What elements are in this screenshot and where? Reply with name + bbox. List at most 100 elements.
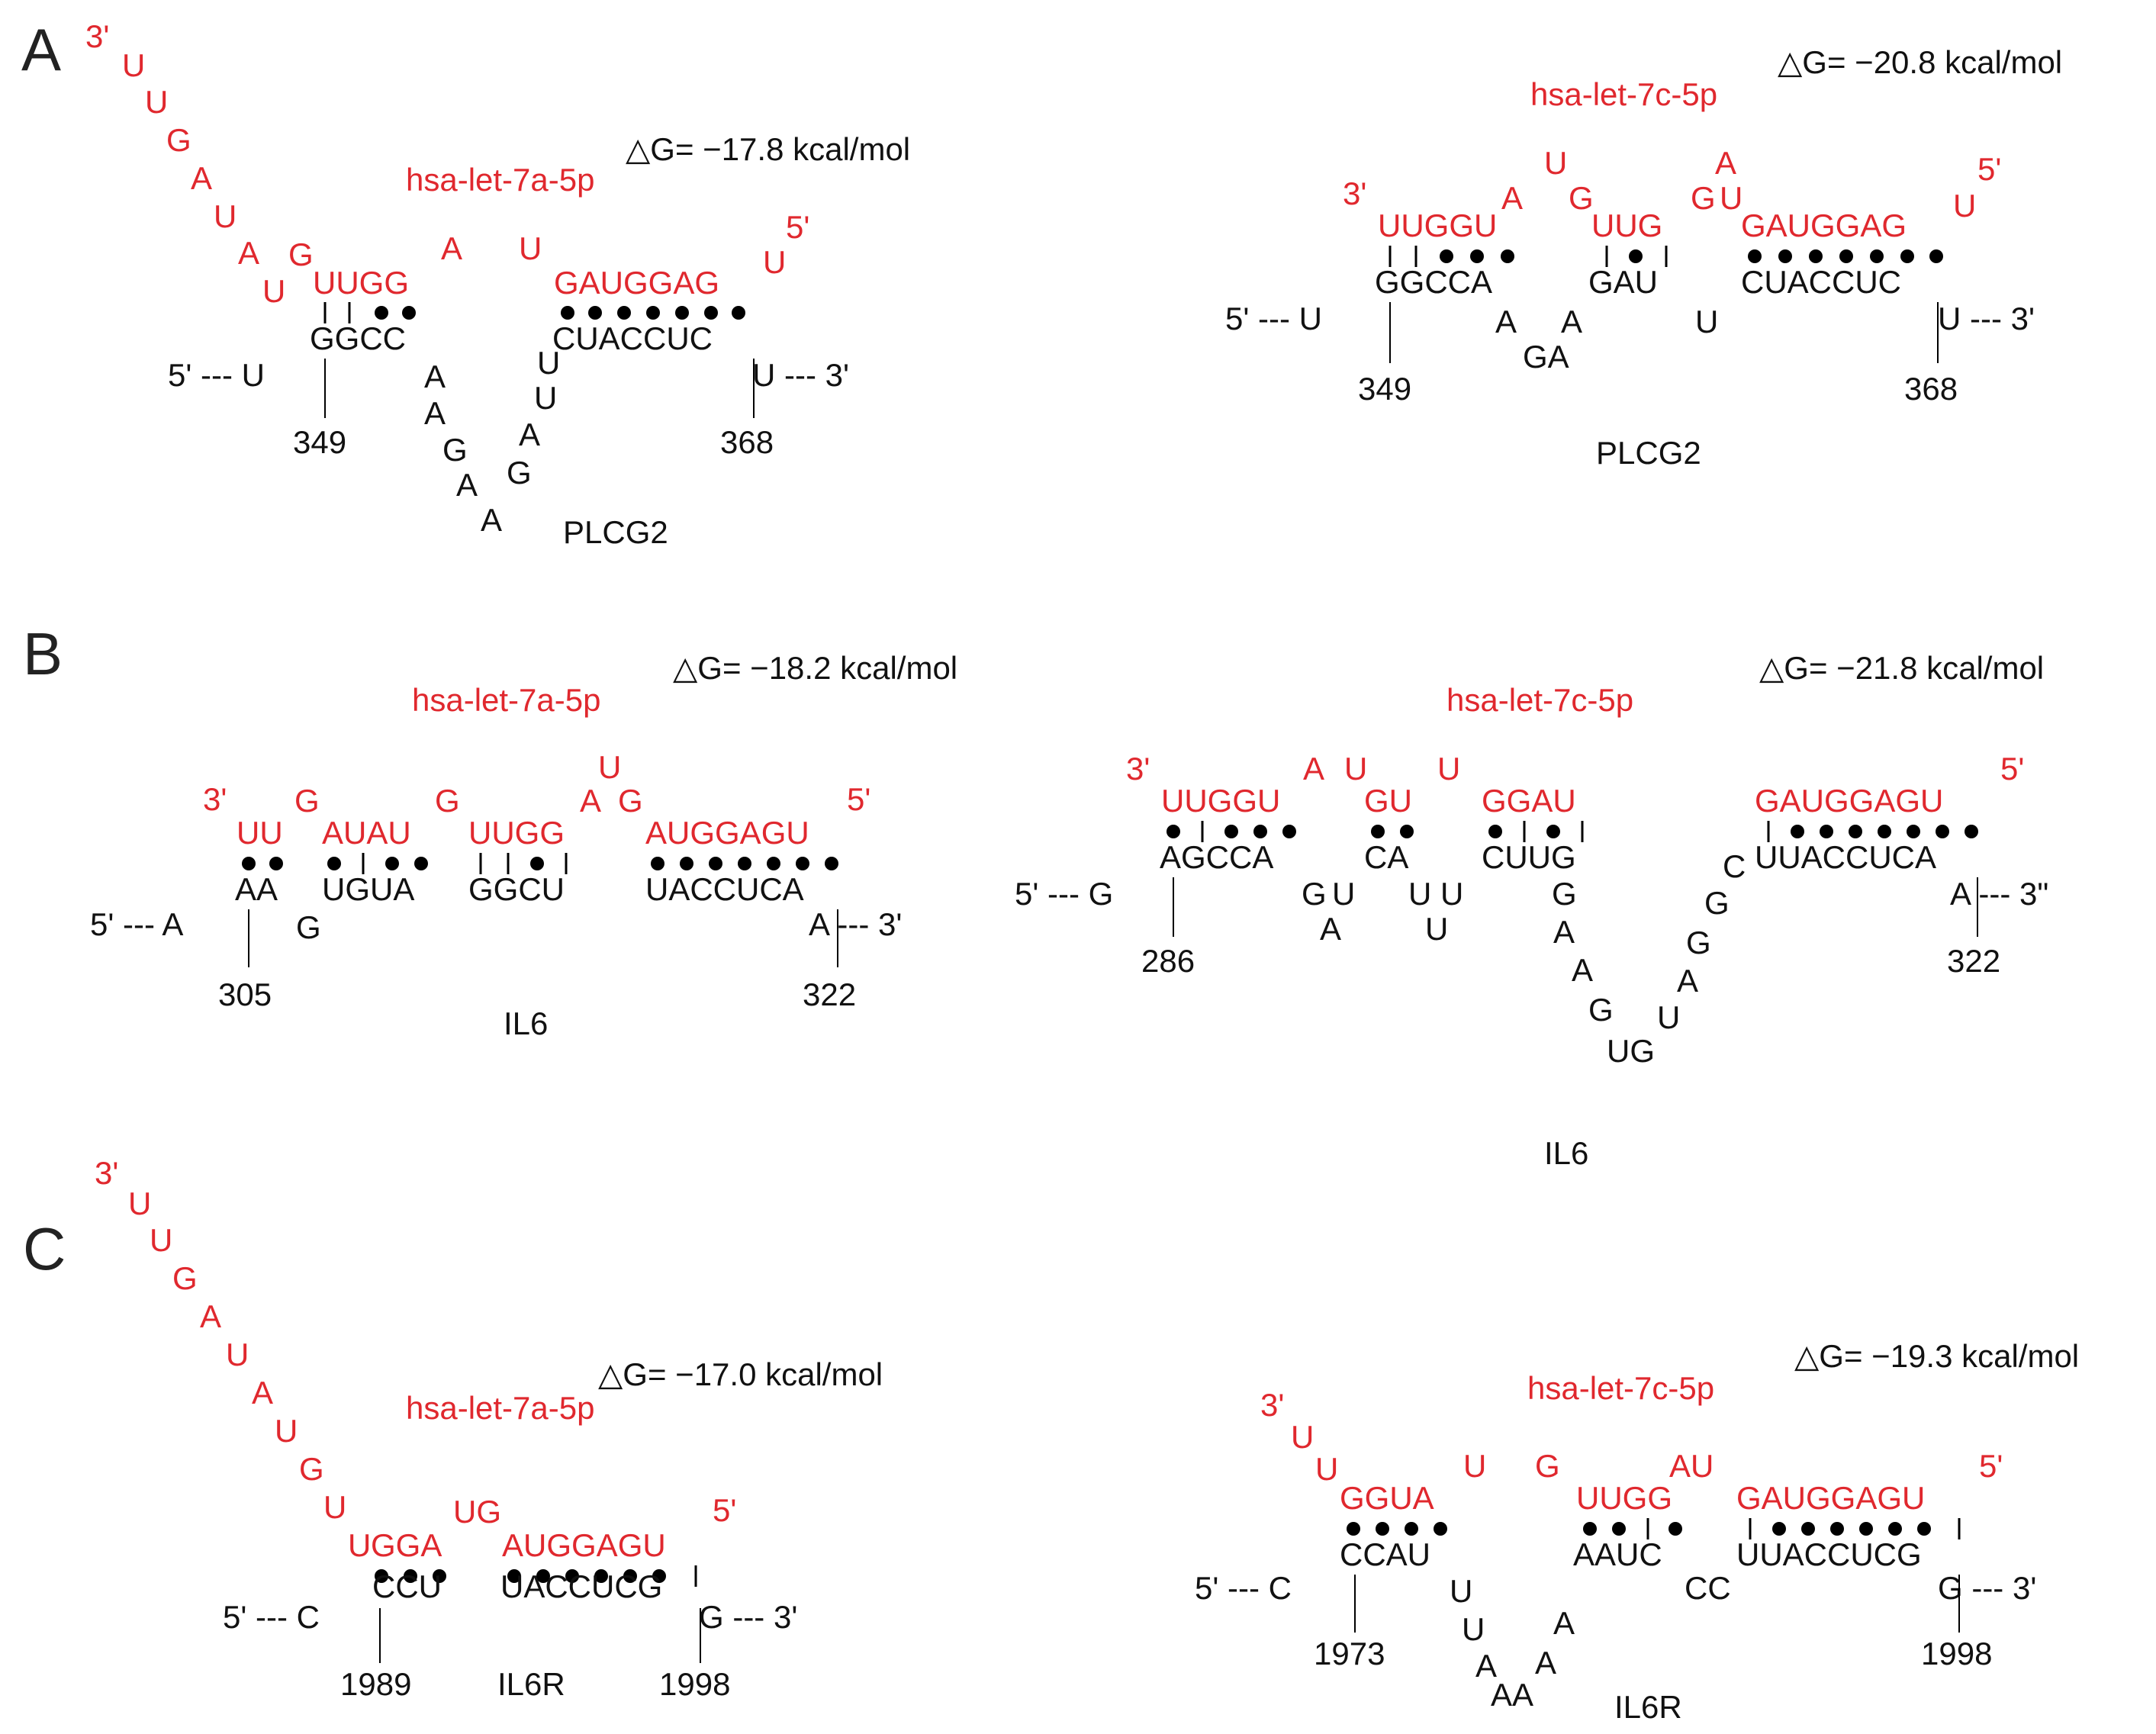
- mirna-bulge: G: [435, 783, 460, 819]
- mirna-paired-segment: UU: [237, 815, 283, 851]
- pair-dot: [1629, 249, 1643, 263]
- target-loop-nucleotide: UG: [1607, 1033, 1655, 1069]
- target-paired-segment: CA: [1364, 839, 1408, 875]
- mirna-seed-segment: AUGGAGU: [645, 815, 809, 851]
- panel-c: C △G= −17.0 kcal/mol hsa-let-7a-5p 3' U …: [23, 1155, 883, 1702]
- pair-dot: [1929, 249, 1943, 263]
- mirna-bulge: A: [1501, 180, 1523, 216]
- mirna-bulge: AU: [1669, 1448, 1714, 1484]
- target-loop-nucleotide: A: [456, 467, 478, 503]
- mirna-seed-segment: AUGGAGU: [502, 1527, 666, 1563]
- target-loop-nucleotide: G: [507, 455, 532, 491]
- mirna-nucleotide: U: [1291, 1419, 1314, 1455]
- mirna-3prime-end: 3': [203, 781, 227, 817]
- target-loop-nucleotide: A: [481, 502, 502, 538]
- target-loop-nucleotide: U: [1332, 876, 1355, 912]
- mirna-nucleotide: U: [275, 1413, 298, 1449]
- pair-dot: [1347, 1522, 1360, 1536]
- pair-dot: [588, 306, 602, 320]
- duplex-b2: △G= −21.8 kcal/mol hsa-let-7c-5p 3' UUGG…: [1015, 650, 2048, 1171]
- mirna-3prime-end: 3': [95, 1155, 118, 1191]
- pair-dot: [1400, 825, 1414, 838]
- end-position: 322: [803, 976, 856, 1012]
- mirna-5prime-end: 5': [713, 1492, 736, 1528]
- mirna-seed-segment: GAUGGAG: [1741, 208, 1907, 243]
- pair-dot: [651, 857, 664, 870]
- pair-dot: [1166, 825, 1180, 838]
- pair-dot: [1965, 825, 1978, 838]
- target-loop-nucleotide: CC: [1685, 1570, 1731, 1606]
- target-5prime-flank: 5' --- A: [90, 906, 183, 942]
- mirna-bulge: G: [1535, 1448, 1560, 1484]
- target-5prime-flank: 5' --- U: [168, 357, 265, 393]
- target-loop-nucleotide: A: [424, 359, 446, 394]
- target-loop-nucleotide: U: [534, 380, 557, 416]
- pair-dot: [652, 1569, 666, 1583]
- mirna-paired-segment: GU: [1364, 783, 1412, 819]
- mirna-paired-segment: GGAU: [1482, 783, 1576, 819]
- target-5prime-flank: 5' --- C: [1195, 1570, 1292, 1606]
- target-3prime-flank: G --- 3': [699, 1599, 797, 1635]
- pair-dot: [1583, 1522, 1597, 1536]
- end-position: 322: [1947, 943, 2000, 979]
- pair-dot: [680, 857, 693, 870]
- mirna-5prime-end: 5': [2000, 751, 2024, 787]
- start-position: 1989: [340, 1666, 411, 1702]
- pair-dot: [709, 857, 722, 870]
- target-loop-nucleotide: G: [1302, 876, 1327, 912]
- mirna-nucleotide: U: [145, 84, 168, 120]
- start-position: 305: [218, 976, 272, 1012]
- pair-dot: [738, 857, 751, 870]
- mirna-name: hsa-let-7a-5p: [406, 162, 594, 198]
- target-loop-nucleotide: G: [1588, 992, 1614, 1028]
- pair-dot: [536, 1569, 550, 1583]
- delta-g-label: △G= −19.3 kcal/mol: [1794, 1338, 2079, 1374]
- mirna-paired-segment: AUAU: [322, 815, 411, 851]
- pair-dot: [825, 857, 838, 870]
- target-paired-segment: CUACCUC: [552, 320, 713, 356]
- mirna-nucleotide: U: [1953, 188, 1976, 224]
- gene-name: PLCG2: [1596, 435, 1701, 471]
- target-paired-segment: UUACCUCG: [1736, 1536, 1922, 1572]
- pair-dot: [796, 857, 809, 870]
- pair-dot: [1546, 825, 1560, 838]
- mirna-bulge: A: [1715, 145, 1736, 181]
- mirna-nucleotide: U: [214, 198, 237, 234]
- mirna-bulge: U: [1720, 180, 1742, 216]
- mirna-nucleotide: U: [323, 1489, 346, 1525]
- mirna-name: hsa-let-7c-5p: [1527, 1370, 1714, 1406]
- pair-dot: [1801, 1522, 1815, 1536]
- mirna-nucleotide: A: [200, 1298, 221, 1334]
- mirna-seed-segment: GAUGGAG: [554, 265, 719, 301]
- pair-dot: [1849, 825, 1862, 838]
- target-5prime-flank: 5' --- G: [1015, 876, 1113, 912]
- panel-label-a: A: [21, 16, 61, 83]
- pair-dot: [1376, 1522, 1389, 1536]
- pair-dot: [269, 857, 283, 870]
- pair-dot: [242, 857, 256, 870]
- pair-dot: [646, 306, 660, 320]
- target-paired-segment: CCU: [372, 1568, 442, 1604]
- pair-dot: [404, 1569, 417, 1583]
- pair-dot: [1371, 825, 1385, 838]
- start-position: 349: [1358, 371, 1411, 407]
- target-loop-nucleotide: G: [1686, 925, 1711, 960]
- delta-g-label: △G= −20.8 kcal/mol: [1778, 44, 2062, 80]
- pair-dot: [675, 306, 689, 320]
- target-loop-nucleotide: A: [519, 417, 540, 452]
- target-loop-nucleotide: G: [296, 909, 321, 945]
- target-loop-nucleotide: C: [1723, 848, 1746, 884]
- target-paired-segment: UACCUCG: [500, 1568, 662, 1604]
- pair-dot: [1839, 249, 1853, 263]
- pair-dot: [1224, 825, 1238, 838]
- target-paired-segment: UGUA: [322, 871, 414, 907]
- mirna-bulge: U: [1437, 751, 1460, 787]
- pair-dot: [1668, 1522, 1682, 1536]
- duplex-c1: △G= −17.0 kcal/mol hsa-let-7a-5p 3' U U …: [95, 1155, 883, 1702]
- mirna-paired-segment: UUGG: [1576, 1480, 1672, 1516]
- pair-dot: [1830, 1522, 1844, 1536]
- target-loop-nucleotide: G: [1704, 885, 1730, 921]
- mirna-name: hsa-let-7c-5p: [1446, 682, 1633, 718]
- pair-dot: [594, 1569, 608, 1583]
